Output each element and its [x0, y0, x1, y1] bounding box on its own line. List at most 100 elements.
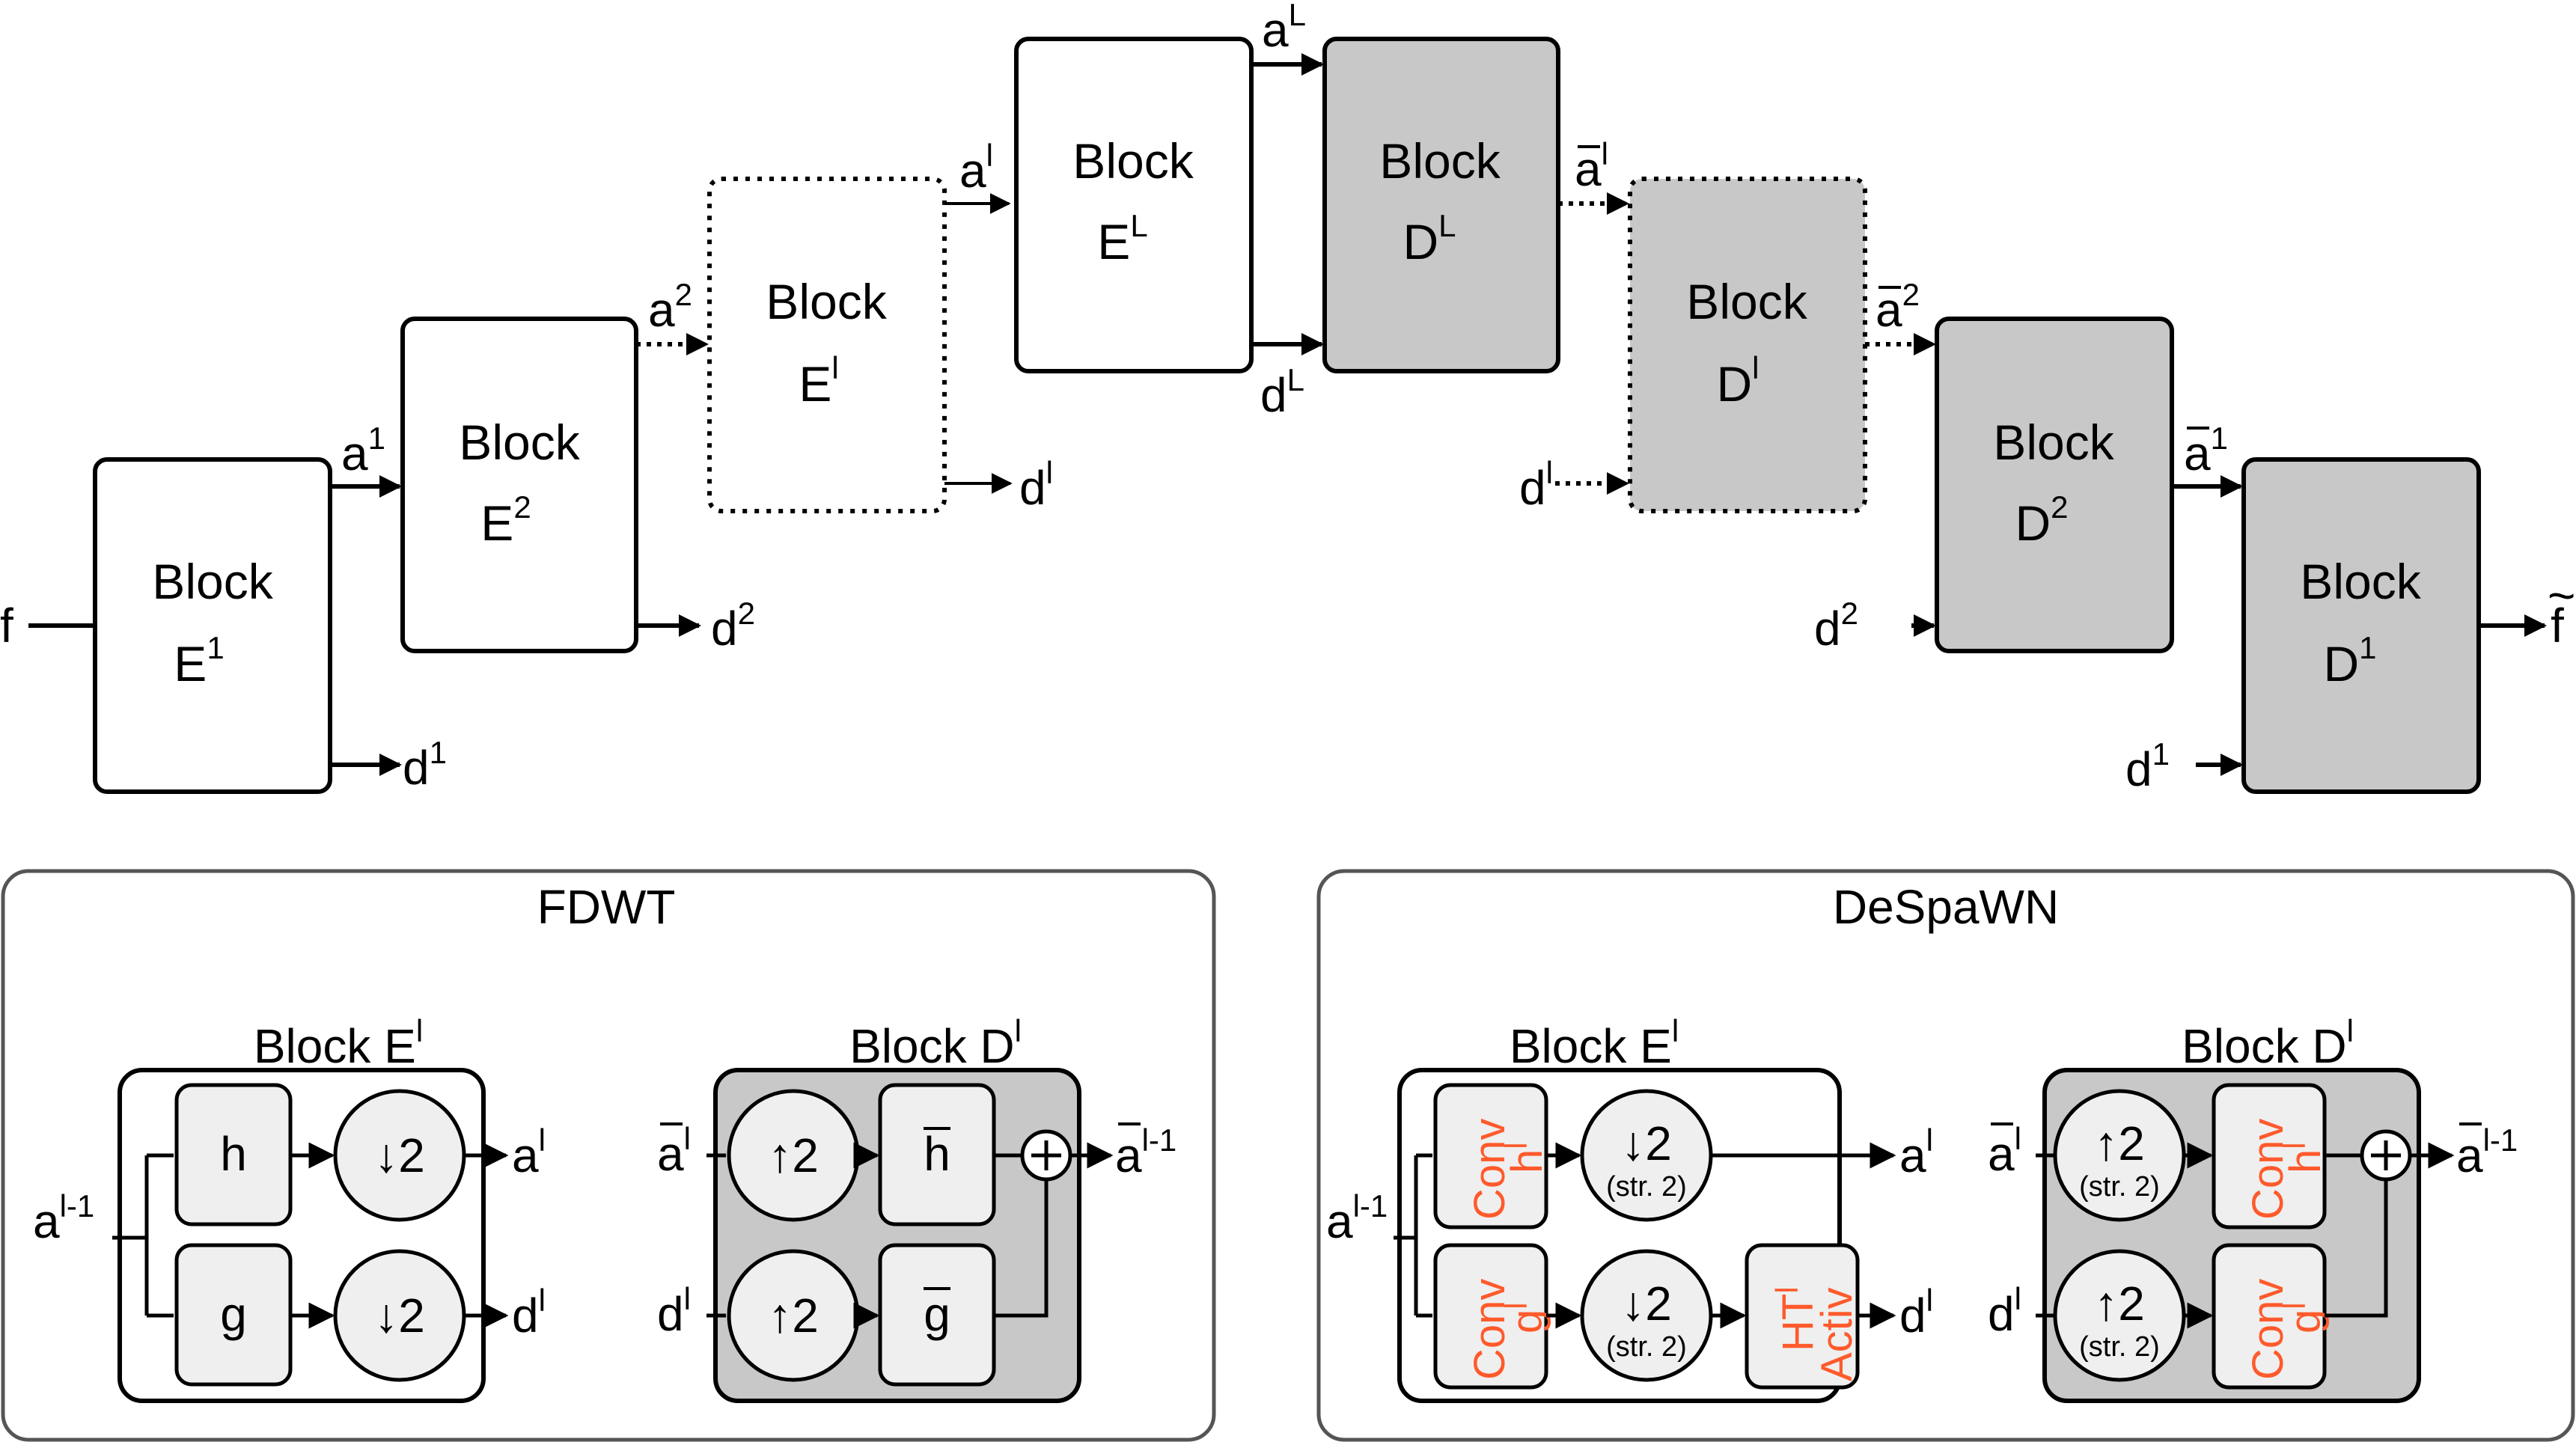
fdwt-enc-out-a: al — [512, 1122, 546, 1182]
label-a1: a1 — [341, 421, 385, 480]
despawn-enc-out-a: al — [1899, 1122, 1933, 1182]
label-al: al — [959, 138, 993, 198]
fdwt-dec-out: al-1 — [1115, 1122, 1176, 1182]
despawn-dec-in-d: dl — [1988, 1281, 2021, 1341]
svg-text:EL: EL — [1097, 208, 1147, 269]
block-sup: L — [1130, 208, 1147, 243]
decoder-block-l: Block Dl — [1628, 177, 1867, 513]
despawn-enc-in: al-1 — [1326, 1188, 1388, 1248]
fdwt-dec-title: Block Dl — [849, 1013, 1022, 1073]
svg-text:↑2: ↑2 — [768, 1289, 819, 1342]
block-letter: D — [1716, 356, 1752, 412]
decoder-block-1: Block D1 — [2241, 457, 2481, 794]
despawn-title: DeSpaWN — [1833, 880, 2059, 934]
despawn-dec-conv-g: Conv — [2244, 1279, 2292, 1380]
despawn-dec-title: Block Dl — [2182, 1013, 2354, 1073]
fdwt-enc-out-d: dl — [512, 1283, 546, 1342]
output-tilde: ~ — [2548, 569, 2575, 623]
svg-text:E1: E1 — [174, 630, 224, 691]
top-pipeline: Block E1 Block E2 Block El Block EL Bloc… — [0, 0, 2575, 796]
fdwt-enc-in: al-1 — [33, 1188, 94, 1248]
fdwt-panel: FDWT Block El h g ↓2 ↓2 al-1 al dl Block… — [1, 869, 1216, 1442]
despawn-dec-out: al-1 — [2456, 1122, 2518, 1182]
fdwt-enc-title: Block El — [254, 1013, 423, 1073]
svg-text:El: El — [799, 350, 838, 412]
label-d2: d2 — [711, 596, 755, 656]
svg-text:(str. 2): (str. 2) — [1606, 1331, 1687, 1363]
label-aL: aL — [1262, 0, 1306, 57]
despawn-enc-out-d: dl — [1899, 1283, 1933, 1342]
svg-text:↑2: ↑2 — [2094, 1116, 2145, 1170]
despawn-panel: DeSpaWN Block El Conv hl Conv gl ↓2 (str… — [1316, 869, 2575, 1442]
svg-text:↑2: ↑2 — [768, 1128, 819, 1182]
block-sup: l — [831, 350, 838, 385]
despawn-enc-title: Block El — [1510, 1013, 1679, 1073]
svg-text:E2: E2 — [480, 489, 531, 551]
svg-text:↑2: ↑2 — [2094, 1277, 2145, 1331]
label-d1-in: d1 — [2125, 736, 2170, 796]
label-d1: d1 — [403, 735, 447, 795]
svg-text:↓2: ↓2 — [374, 1128, 425, 1182]
despawn-dec-conv-h: Conv — [2244, 1119, 2292, 1220]
label-dl: dl — [1019, 455, 1053, 515]
encoder-block-l: Block El — [707, 177, 947, 513]
label-abar-l: al — [1575, 136, 1608, 196]
block-sup: 2 — [513, 489, 531, 525]
block-sup: 1 — [207, 630, 224, 665]
block-letter: D — [2323, 636, 2359, 691]
svg-text:gl: gl — [1498, 1302, 1551, 1333]
decoder-block-2: Block D2 — [1935, 317, 2174, 653]
label-dL: dL — [1260, 362, 1304, 422]
block-letter: E — [799, 356, 831, 412]
despawn-conv-h: Conv — [1465, 1119, 1514, 1220]
svg-text:D1: D1 — [2323, 630, 2376, 691]
svg-text:hl: hl — [1498, 1142, 1551, 1173]
svg-text:hl: hl — [2277, 1142, 2330, 1173]
block-sup: 1 — [2359, 630, 2376, 665]
svg-text:↓2: ↓2 — [374, 1289, 425, 1342]
block-word: Block — [459, 415, 580, 470]
fdwt-hbar: h — [924, 1127, 950, 1181]
fdwt-g: g — [220, 1287, 247, 1341]
label-abar-2: a2 — [1875, 277, 1920, 337]
despawn-activ: Activ — [1813, 1287, 1861, 1381]
svg-text:(str. 2): (str. 2) — [2079, 1171, 2160, 1203]
block-letter: E — [174, 636, 207, 691]
despawn-dec-in-a: al — [1988, 1121, 2021, 1181]
label-abar-1: a1 — [2184, 421, 2228, 480]
block-word: Block — [2300, 554, 2421, 609]
block-word: Block — [1993, 415, 2114, 470]
block-letter: E — [1097, 214, 1130, 269]
input-label: f — [0, 599, 13, 653]
svg-text:↓2: ↓2 — [1621, 1116, 1672, 1170]
fdwt-dec-in-a: al — [657, 1121, 691, 1181]
svg-text:gl: gl — [2277, 1302, 2330, 1333]
despawn-conv-g: Conv — [1465, 1279, 1514, 1380]
block-letter: D — [1403, 214, 1438, 269]
fdwt-dec-in-d: dl — [657, 1281, 691, 1341]
encoder-block-1: Block E1 — [93, 457, 332, 794]
fdwt-title: FDWT — [537, 880, 676, 934]
svg-text:DL: DL — [1403, 208, 1456, 269]
block-letter: E — [480, 495, 513, 551]
output-label: f — [2551, 599, 2564, 653]
label-dl-in: dl — [1519, 455, 1553, 515]
block-word: Block — [1686, 274, 1807, 329]
block-sup: L — [1438, 208, 1456, 243]
block-sup: l — [1752, 350, 1759, 385]
block-word: Block — [1072, 133, 1194, 189]
despawn-ht: HTl — [1769, 1286, 1822, 1351]
svg-text:(str. 2): (str. 2) — [2079, 1331, 2160, 1363]
encoder-block-2: Block E2 — [400, 317, 638, 653]
svg-text:(str. 2): (str. 2) — [1606, 1171, 1687, 1203]
fdwt-gbar: g — [924, 1287, 950, 1341]
label-a2: a2 — [648, 277, 692, 337]
label-d2-in: d2 — [1814, 596, 1858, 656]
svg-text:Dl: Dl — [1716, 350, 1759, 412]
svg-text:D2: D2 — [2015, 489, 2068, 551]
block-word: Block — [152, 554, 273, 609]
svg-text:↓2: ↓2 — [1621, 1277, 1672, 1331]
decoder-block-L: Block DL — [1322, 37, 1560, 373]
block-word: Block — [1379, 133, 1501, 189]
